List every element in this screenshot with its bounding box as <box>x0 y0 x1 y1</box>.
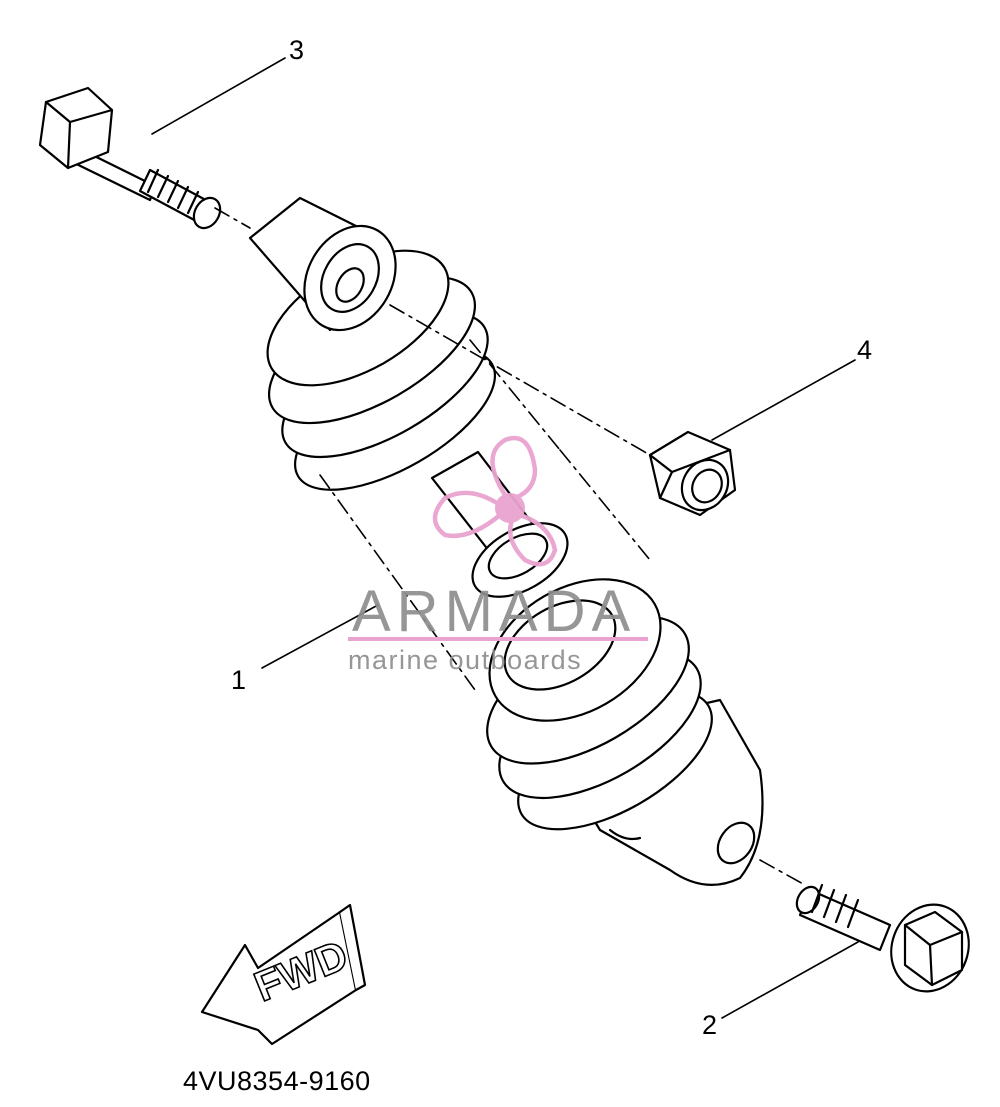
leader-lines <box>151 57 859 1019</box>
callout-4: 4 <box>857 335 873 365</box>
shock-absorber <box>248 196 764 886</box>
callout-1: 1 <box>231 665 247 695</box>
watermark-brand: ARMADA <box>352 579 637 644</box>
watermark-tagline: marine outboards <box>348 645 583 675</box>
part-number: 4VU8354-9160 <box>183 1066 371 1096</box>
alignment-lines <box>214 207 806 886</box>
forward-direction-arrow <box>200 903 367 1046</box>
watermark-divider <box>348 637 648 641</box>
callout-3: 3 <box>289 35 305 65</box>
callout-2: 2 <box>702 1010 718 1040</box>
upper-bolt <box>38 86 222 230</box>
lower-flange-bolt <box>795 883 970 993</box>
propeller-logo <box>432 435 558 567</box>
self-locking-nut <box>648 430 737 517</box>
